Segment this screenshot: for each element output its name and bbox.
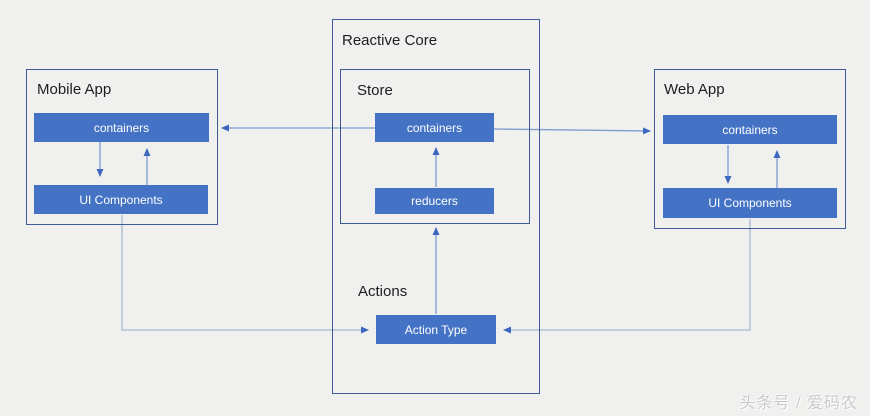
reactive-core-group: Reactive Core [332, 19, 540, 394]
mobile-app-group: Mobile App [26, 69, 218, 225]
arrow-mobile-ui-to-actiontype [121, 215, 369, 334]
web-app-group: Web App [654, 69, 846, 229]
web-ui-components-node: UI Components [663, 188, 837, 218]
watermark-text: 头条号 / 爱码农 [739, 395, 858, 412]
arrow-web-ui-to-actiontype [503, 219, 751, 334]
store-containers-node: containers [375, 113, 494, 142]
mobile-ui-components-node: UI Components [34, 185, 208, 214]
store-group: Store [340, 69, 530, 224]
web-containers-node: containers [663, 115, 837, 144]
store-title: Store [357, 82, 393, 99]
reactive-core-title: Reactive Core [342, 32, 438, 49]
mobile-app-title: Mobile App [37, 81, 112, 98]
action-type-node: Action Type [376, 315, 496, 344]
mobile-containers-node: containers [34, 113, 209, 142]
store-reducers-node: reducers [375, 188, 494, 214]
actions-title: Actions [358, 283, 408, 300]
arrow-store-to-web [493, 127, 651, 135]
web-app-title: Web App [664, 81, 725, 98]
